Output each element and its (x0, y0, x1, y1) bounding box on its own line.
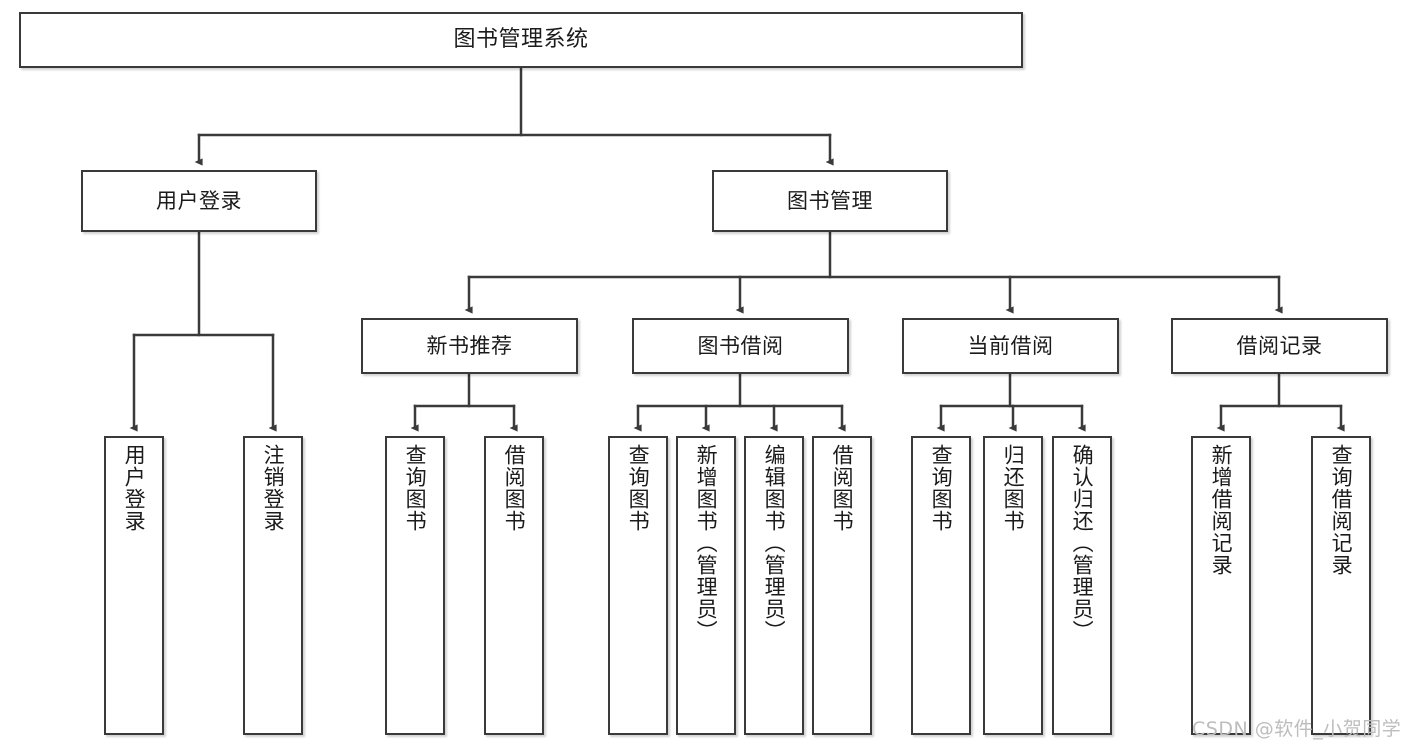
leaf-add-book-admin-label: 新增图书（管理员） (694, 444, 719, 642)
node-user-login-label: 用户登录 (156, 188, 242, 213)
leaf-confirm-return-admin-label: 确认归还（管理员） (1070, 444, 1095, 642)
leaf-query-book-2[interactable]: 查询图书 (608, 436, 668, 735)
leaf-borrow-book-2-label: 借阅图书 (830, 444, 855, 532)
leaf-return-book-label: 归还图书 (1001, 444, 1026, 532)
leaf-query-book-3-label: 查询图书 (929, 444, 954, 532)
leaf-query-borrow-record[interactable]: 查询借阅记录 (1311, 436, 1371, 735)
leaf-confirm-return-admin[interactable]: 确认归还（管理员） (1052, 436, 1112, 735)
leaf-query-book-1-label: 查询图书 (403, 444, 428, 532)
leaf-query-book-2-label: 查询图书 (626, 444, 651, 532)
csdn-watermark: CSDN @软件_小贺同学 (1192, 718, 1402, 740)
node-book-borrow[interactable]: 图书借阅 (632, 318, 849, 374)
leaf-user-login-label: 用户登录 (122, 444, 147, 532)
node-root-system[interactable]: 图书管理系统 (19, 12, 1023, 68)
leaf-edit-book-admin[interactable]: 编辑图书（管理员） (744, 436, 804, 735)
leaf-edit-book-admin-label: 编辑图书（管理员） (762, 444, 787, 642)
node-borrow-record-label: 借阅记录 (1236, 333, 1323, 358)
leaf-borrow-book-1-label: 借阅图书 (502, 444, 527, 532)
leaf-borrow-book-2[interactable]: 借阅图书 (812, 436, 872, 735)
leaf-query-book-3[interactable]: 查询图书 (911, 436, 971, 735)
leaf-add-borrow-record-label: 新增借阅记录 (1209, 444, 1234, 576)
node-new-book-recommend-label: 新书推荐 (426, 333, 513, 358)
leaf-add-book-admin[interactable]: 新增图书（管理员） (676, 436, 736, 735)
node-current-borrow-label: 当前借阅 (967, 333, 1054, 358)
node-new-book-recommend[interactable]: 新书推荐 (361, 318, 578, 374)
node-borrow-record[interactable]: 借阅记录 (1171, 318, 1388, 374)
leaf-query-borrow-record-label: 查询借阅记录 (1329, 444, 1354, 576)
leaf-logout-login[interactable]: 注销登录 (243, 436, 303, 735)
leaf-query-book-1[interactable]: 查询图书 (385, 436, 445, 735)
leaf-user-login[interactable]: 用户登录 (104, 436, 164, 735)
leaf-borrow-book-1[interactable]: 借阅图书 (484, 436, 544, 735)
node-current-borrow[interactable]: 当前借阅 (902, 318, 1119, 374)
node-book-manage[interactable]: 图书管理 (712, 170, 948, 232)
leaf-logout-login-label: 注销登录 (261, 444, 286, 532)
node-root-system-label: 图书管理系统 (453, 27, 589, 53)
node-book-borrow-label: 图书借阅 (697, 333, 784, 358)
node-user-login[interactable]: 用户登录 (81, 170, 317, 232)
node-book-manage-label: 图书管理 (787, 188, 873, 213)
leaf-return-book[interactable]: 归还图书 (983, 436, 1043, 735)
leaf-add-borrow-record[interactable]: 新增借阅记录 (1191, 436, 1251, 735)
